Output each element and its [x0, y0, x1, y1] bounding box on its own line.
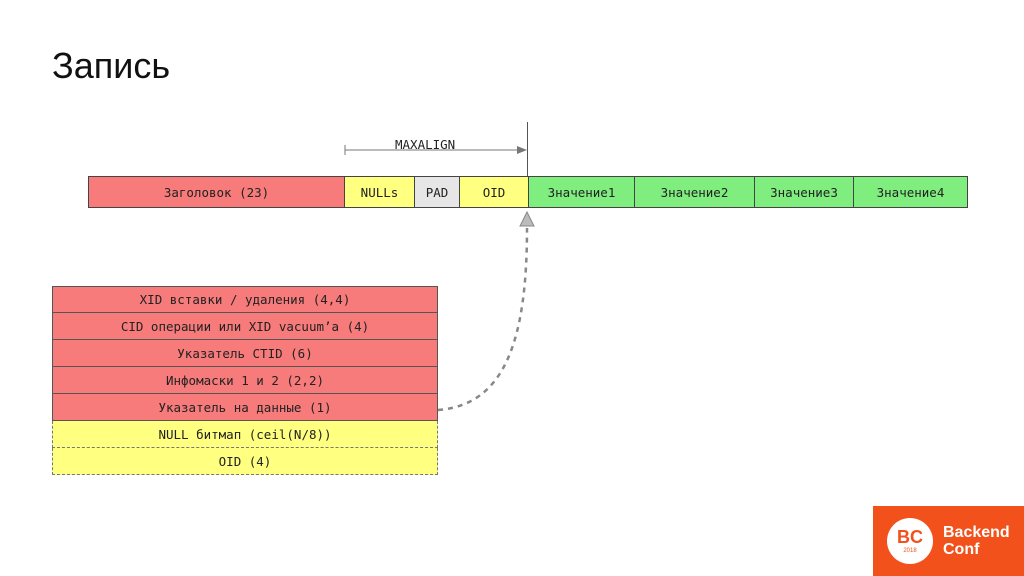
header-field-oid: OID (4) [52, 448, 438, 475]
data-pointer-arrow [437, 227, 529, 412]
logo-mark: BC [897, 527, 923, 547]
header-field-infomask: Инфомаски 1 и 2 (2,2) [52, 367, 438, 394]
logo-line1: Backend [943, 524, 1010, 541]
record-cell-value2: Значение2 [634, 177, 754, 207]
alignment-boundary-line [527, 122, 528, 176]
header-field-xid: XID вставки / удаления (4,4) [52, 286, 438, 313]
record-cell-value3: Значение3 [754, 177, 853, 207]
logo-text: Backend Conf [943, 524, 1010, 558]
record-cell-value1: Значение1 [528, 177, 634, 207]
backendconf-logo: BC 2018 Backend Conf [873, 506, 1024, 576]
logo-year: 2018 [903, 548, 917, 554]
record-cell-header: Заголовок (23) [88, 177, 344, 207]
maxalign-label: MAXALIGN [395, 137, 456, 152]
header-field-data-pointer: Указатель на данные (1) [52, 394, 438, 421]
maxalign-arrowhead [517, 146, 527, 154]
record-cell-pad: PAD [414, 177, 459, 207]
tuple-layout-row: Заголовок (23) NULLs PAD OID Значение1 З… [88, 176, 968, 208]
record-cell-nulls: NULLs [344, 177, 414, 207]
header-field-null-bitmap: NULL битмап (ceil(N/8)) [52, 421, 438, 448]
logo-line2: Conf [943, 541, 980, 558]
data-pointer-arrowhead [519, 210, 535, 227]
page-title: Запись [52, 45, 171, 86]
header-field-cid: CID операции или XID vacuum’а (4) [52, 313, 438, 340]
record-cell-value4: Значение4 [853, 177, 968, 207]
header-fields-box: XID вставки / удаления (4,4) CID операци… [52, 286, 438, 475]
header-field-ctid: Указатель CTID (6) [52, 340, 438, 367]
logo-circle: BC 2018 [887, 518, 933, 564]
record-cell-oid: OID [459, 177, 528, 207]
